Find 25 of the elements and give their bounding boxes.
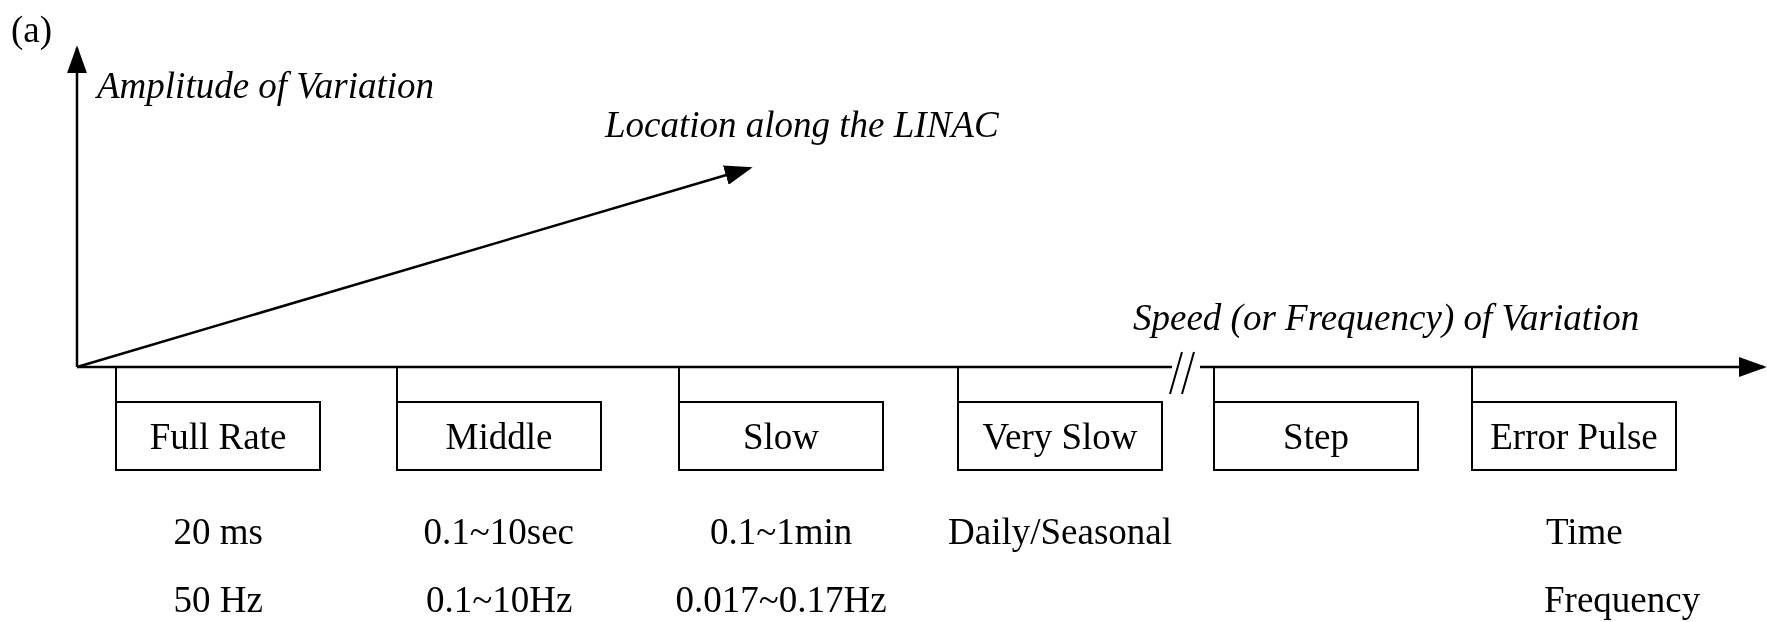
panel-label: (a) bbox=[11, 10, 53, 51]
frequency-text: 0.1~10Hz bbox=[426, 580, 573, 621]
axis-title: Amplitude of Variation bbox=[97, 66, 435, 107]
category-box: Error Pulse bbox=[1471, 401, 1677, 471]
duration-text: 0.1~1min bbox=[710, 512, 853, 553]
category-box: Middle bbox=[396, 401, 602, 471]
duration-text: 20 ms bbox=[173, 512, 263, 553]
category-box: Full Rate bbox=[115, 401, 321, 471]
axis-title: Location along the LINAC bbox=[605, 105, 999, 146]
duration-text: Daily/Seasonal bbox=[948, 512, 1172, 553]
row-label: Frequency bbox=[1544, 580, 1701, 621]
leader-line bbox=[678, 366, 680, 402]
frequency-text: 0.017~0.17Hz bbox=[675, 580, 887, 621]
category-box: Step bbox=[1213, 401, 1419, 471]
duration-text: 0.1~10sec bbox=[423, 512, 574, 553]
leader-line bbox=[957, 366, 959, 402]
category-box: Very Slow bbox=[957, 401, 1163, 471]
leader-line bbox=[396, 366, 398, 402]
leader-line bbox=[1213, 366, 1215, 402]
axis-title: Speed (or Frequency) of Variation bbox=[1133, 298, 1640, 339]
leader-line bbox=[1471, 366, 1473, 402]
category-box: Slow bbox=[678, 401, 884, 471]
leader-line bbox=[115, 366, 117, 402]
row-label: Time bbox=[1546, 512, 1623, 553]
frequency-text: 50 Hz bbox=[173, 580, 263, 621]
